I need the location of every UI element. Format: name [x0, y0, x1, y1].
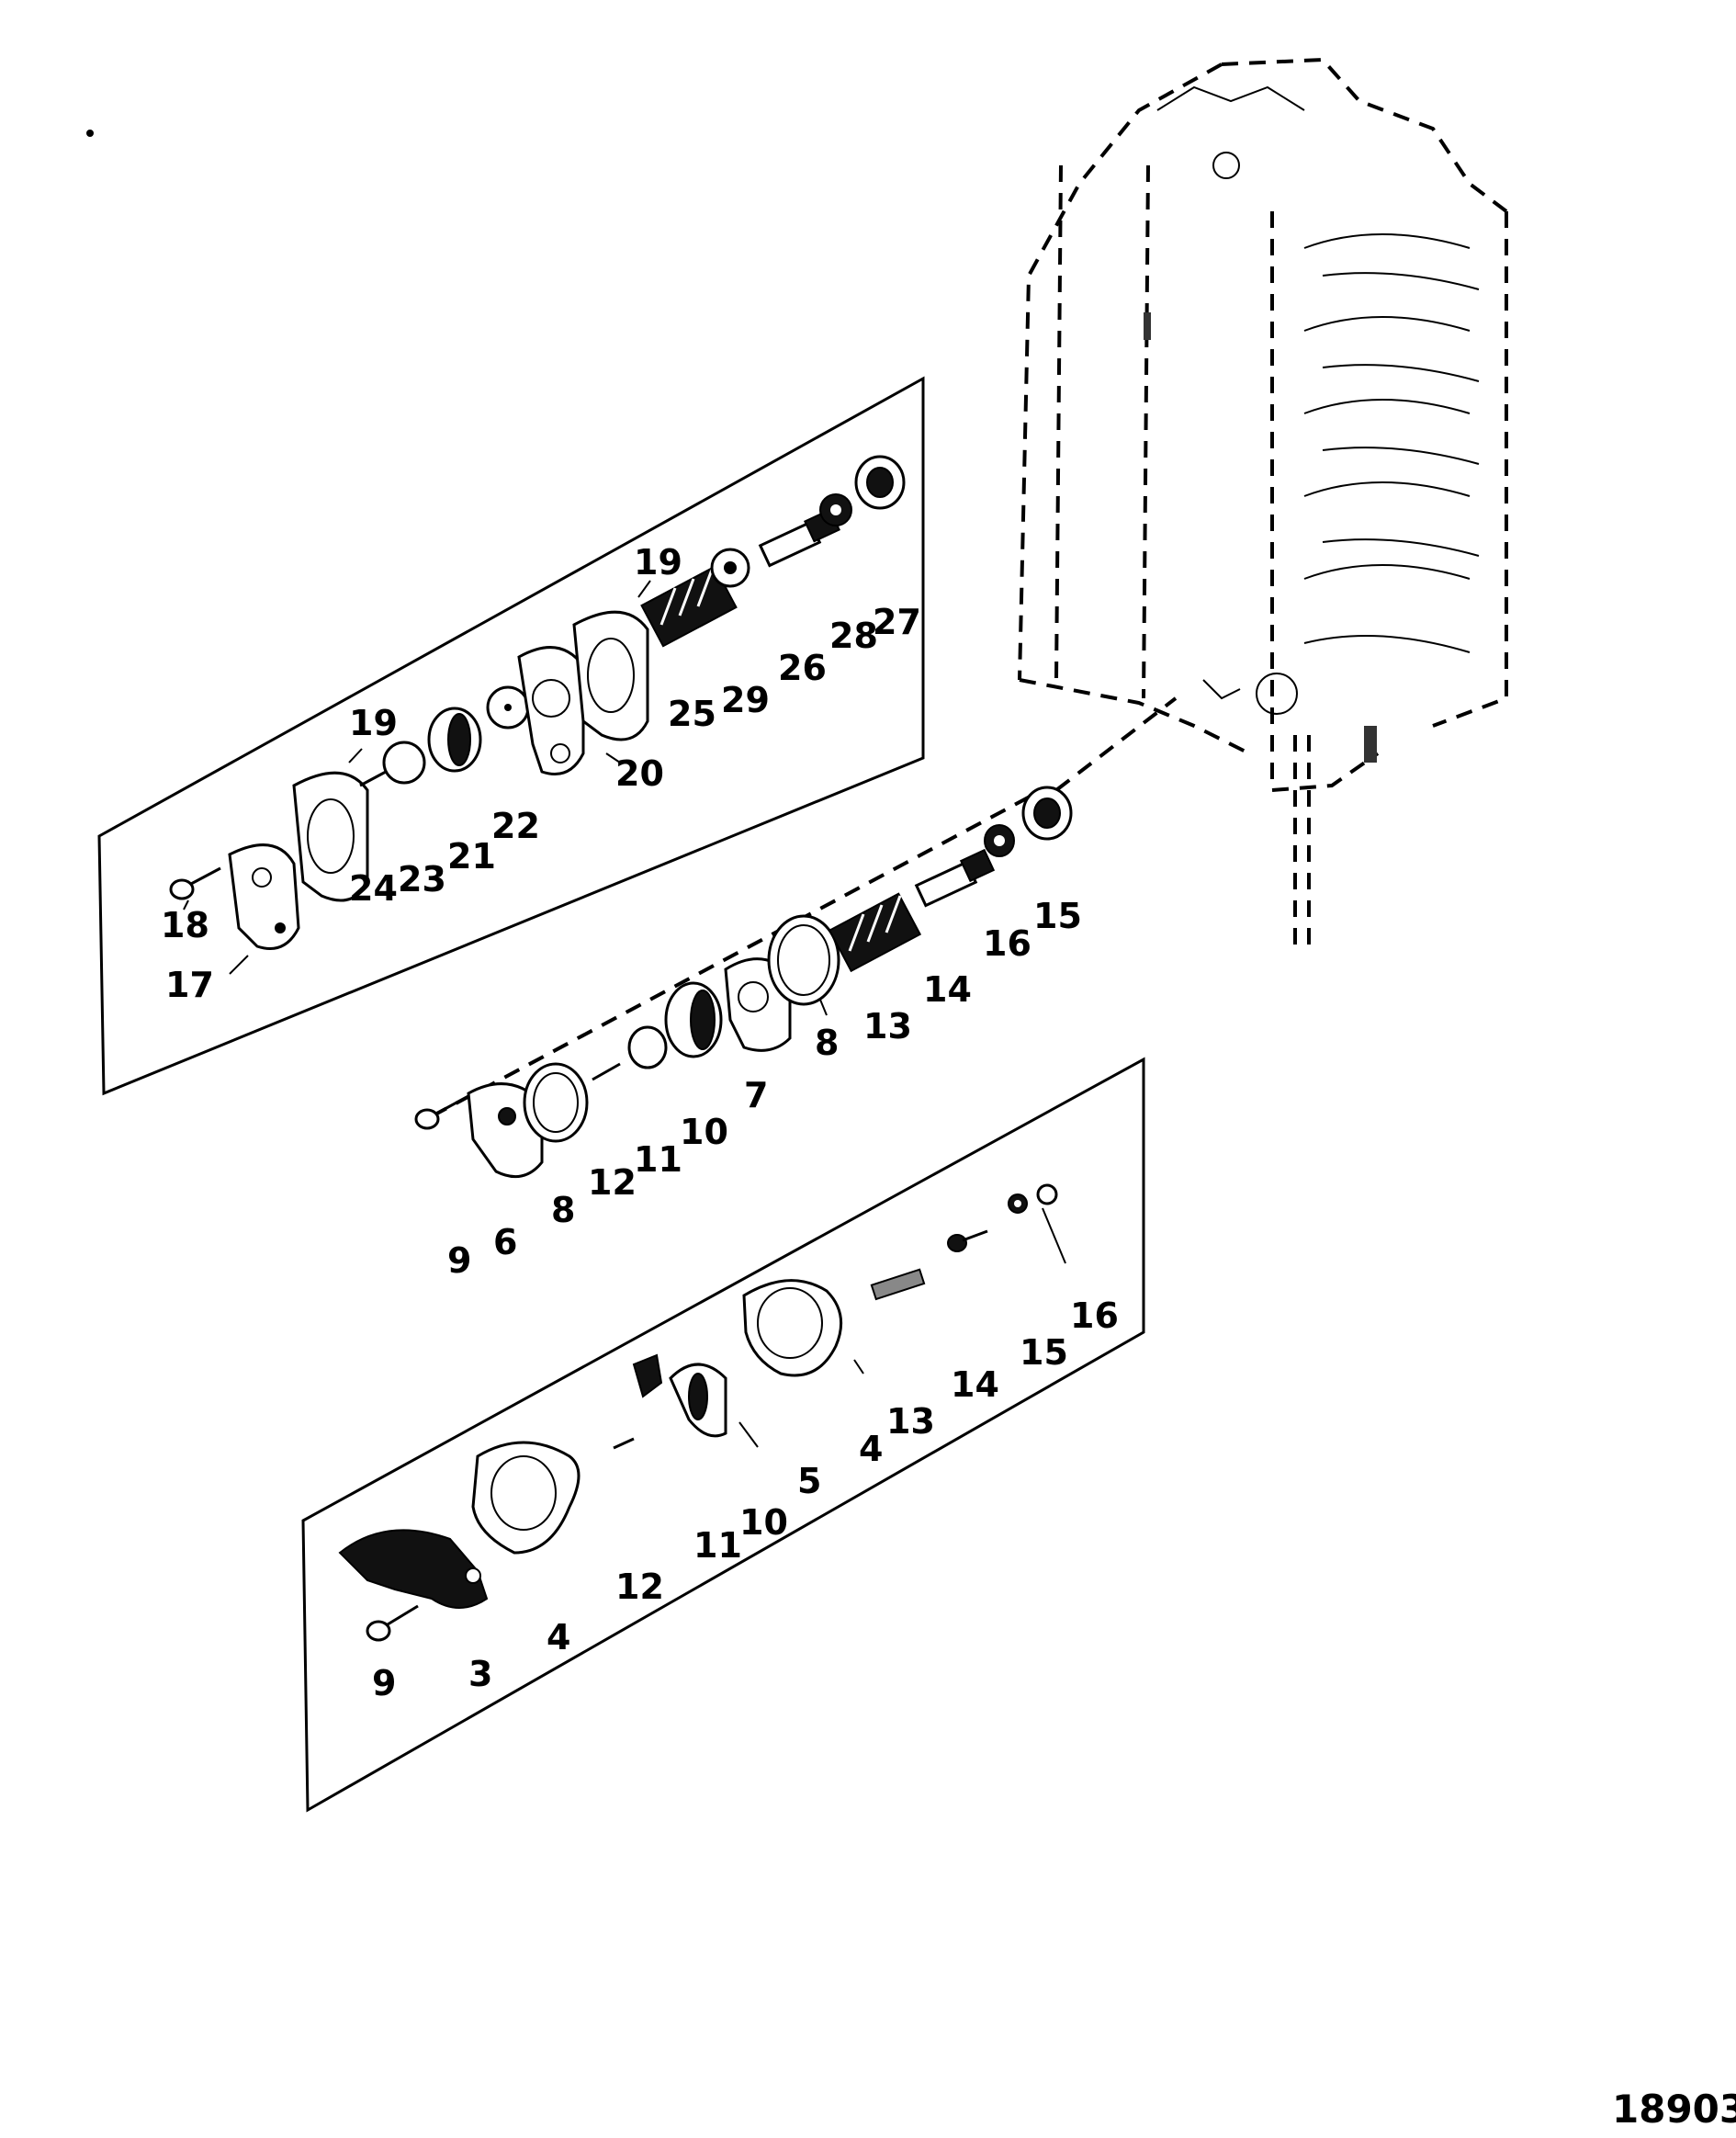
callout-15: 15 [1020, 1332, 1068, 1373]
callout-19: 19 [349, 703, 398, 743]
callout-7: 7 [744, 1075, 768, 1115]
diaphragm-disc-icon [382, 741, 426, 785]
callout-13: 13 [886, 1401, 935, 1442]
callout-16: 16 [1070, 1295, 1119, 1336]
callout-22: 22 [491, 806, 540, 846]
callout-20: 20 [615, 753, 664, 794]
callout-19: 19 [634, 542, 682, 583]
callout-9: 9 [447, 1240, 471, 1281]
callout-11: 11 [634, 1139, 682, 1180]
lower-panel: 9 3 4 12 11 10 5 4 13 14 15 16 [301, 1057, 1145, 1813]
callout-10: 10 [739, 1502, 788, 1543]
spring-icon [640, 565, 738, 648]
callout-3: 3 [468, 1654, 492, 1694]
spring-icon [870, 1268, 926, 1301]
callout-21: 21 [447, 836, 496, 877]
callout-8: 8 [551, 1190, 575, 1230]
callout-5: 5 [797, 1461, 821, 1501]
callout-18: 18 [161, 905, 209, 945]
callout-17: 17 [165, 965, 214, 1005]
callout-10: 10 [680, 1112, 728, 1152]
callout-15: 15 [1033, 896, 1082, 936]
gasket-icon [572, 610, 649, 741]
callout-9: 9 [372, 1663, 396, 1703]
callout-12: 12 [588, 1162, 637, 1203]
callout-14: 14 [951, 1364, 999, 1405]
middle-group: 9 6 8 12 11 10 7 8 13 14 16 15 [414, 786, 1082, 1281]
engine-block-housing [1018, 57, 1508, 946]
callout-28: 28 [829, 616, 878, 656]
alignment-line-middle [431, 793, 1034, 1118]
stray-dot [86, 130, 94, 137]
callout-11: 11 [693, 1525, 742, 1566]
callout-27: 27 [873, 602, 921, 642]
callout-29: 29 [721, 680, 770, 720]
gasket-icon [292, 771, 369, 902]
gasket-icon [471, 1441, 581, 1555]
callout-4: 4 [547, 1617, 570, 1657]
callout-8: 8 [815, 1023, 839, 1063]
callout-16: 16 [983, 923, 1031, 964]
callout-14: 14 [923, 969, 972, 1010]
screw-icon [359, 770, 387, 787]
callout-25: 25 [668, 694, 716, 734]
callout-6: 6 [493, 1222, 517, 1262]
upper-panel: 18 17 24 23 21 22 19 20 19 25 29 26 28 2… [97, 376, 925, 1096]
callout-24: 24 [349, 868, 398, 909]
bolt-icon [169, 866, 221, 900]
pump-cover-icon [228, 843, 300, 950]
callout-26: 26 [778, 648, 827, 688]
callout-12: 12 [615, 1567, 664, 1607]
callout-4: 4 [859, 1429, 883, 1469]
pump-body-icon [338, 1529, 489, 1609]
figure-reference-number: 18903 [1612, 2087, 1736, 2132]
alignment-line-upper [1054, 696, 1178, 792]
callout-13: 13 [863, 1006, 912, 1046]
callout-23: 23 [398, 859, 446, 899]
